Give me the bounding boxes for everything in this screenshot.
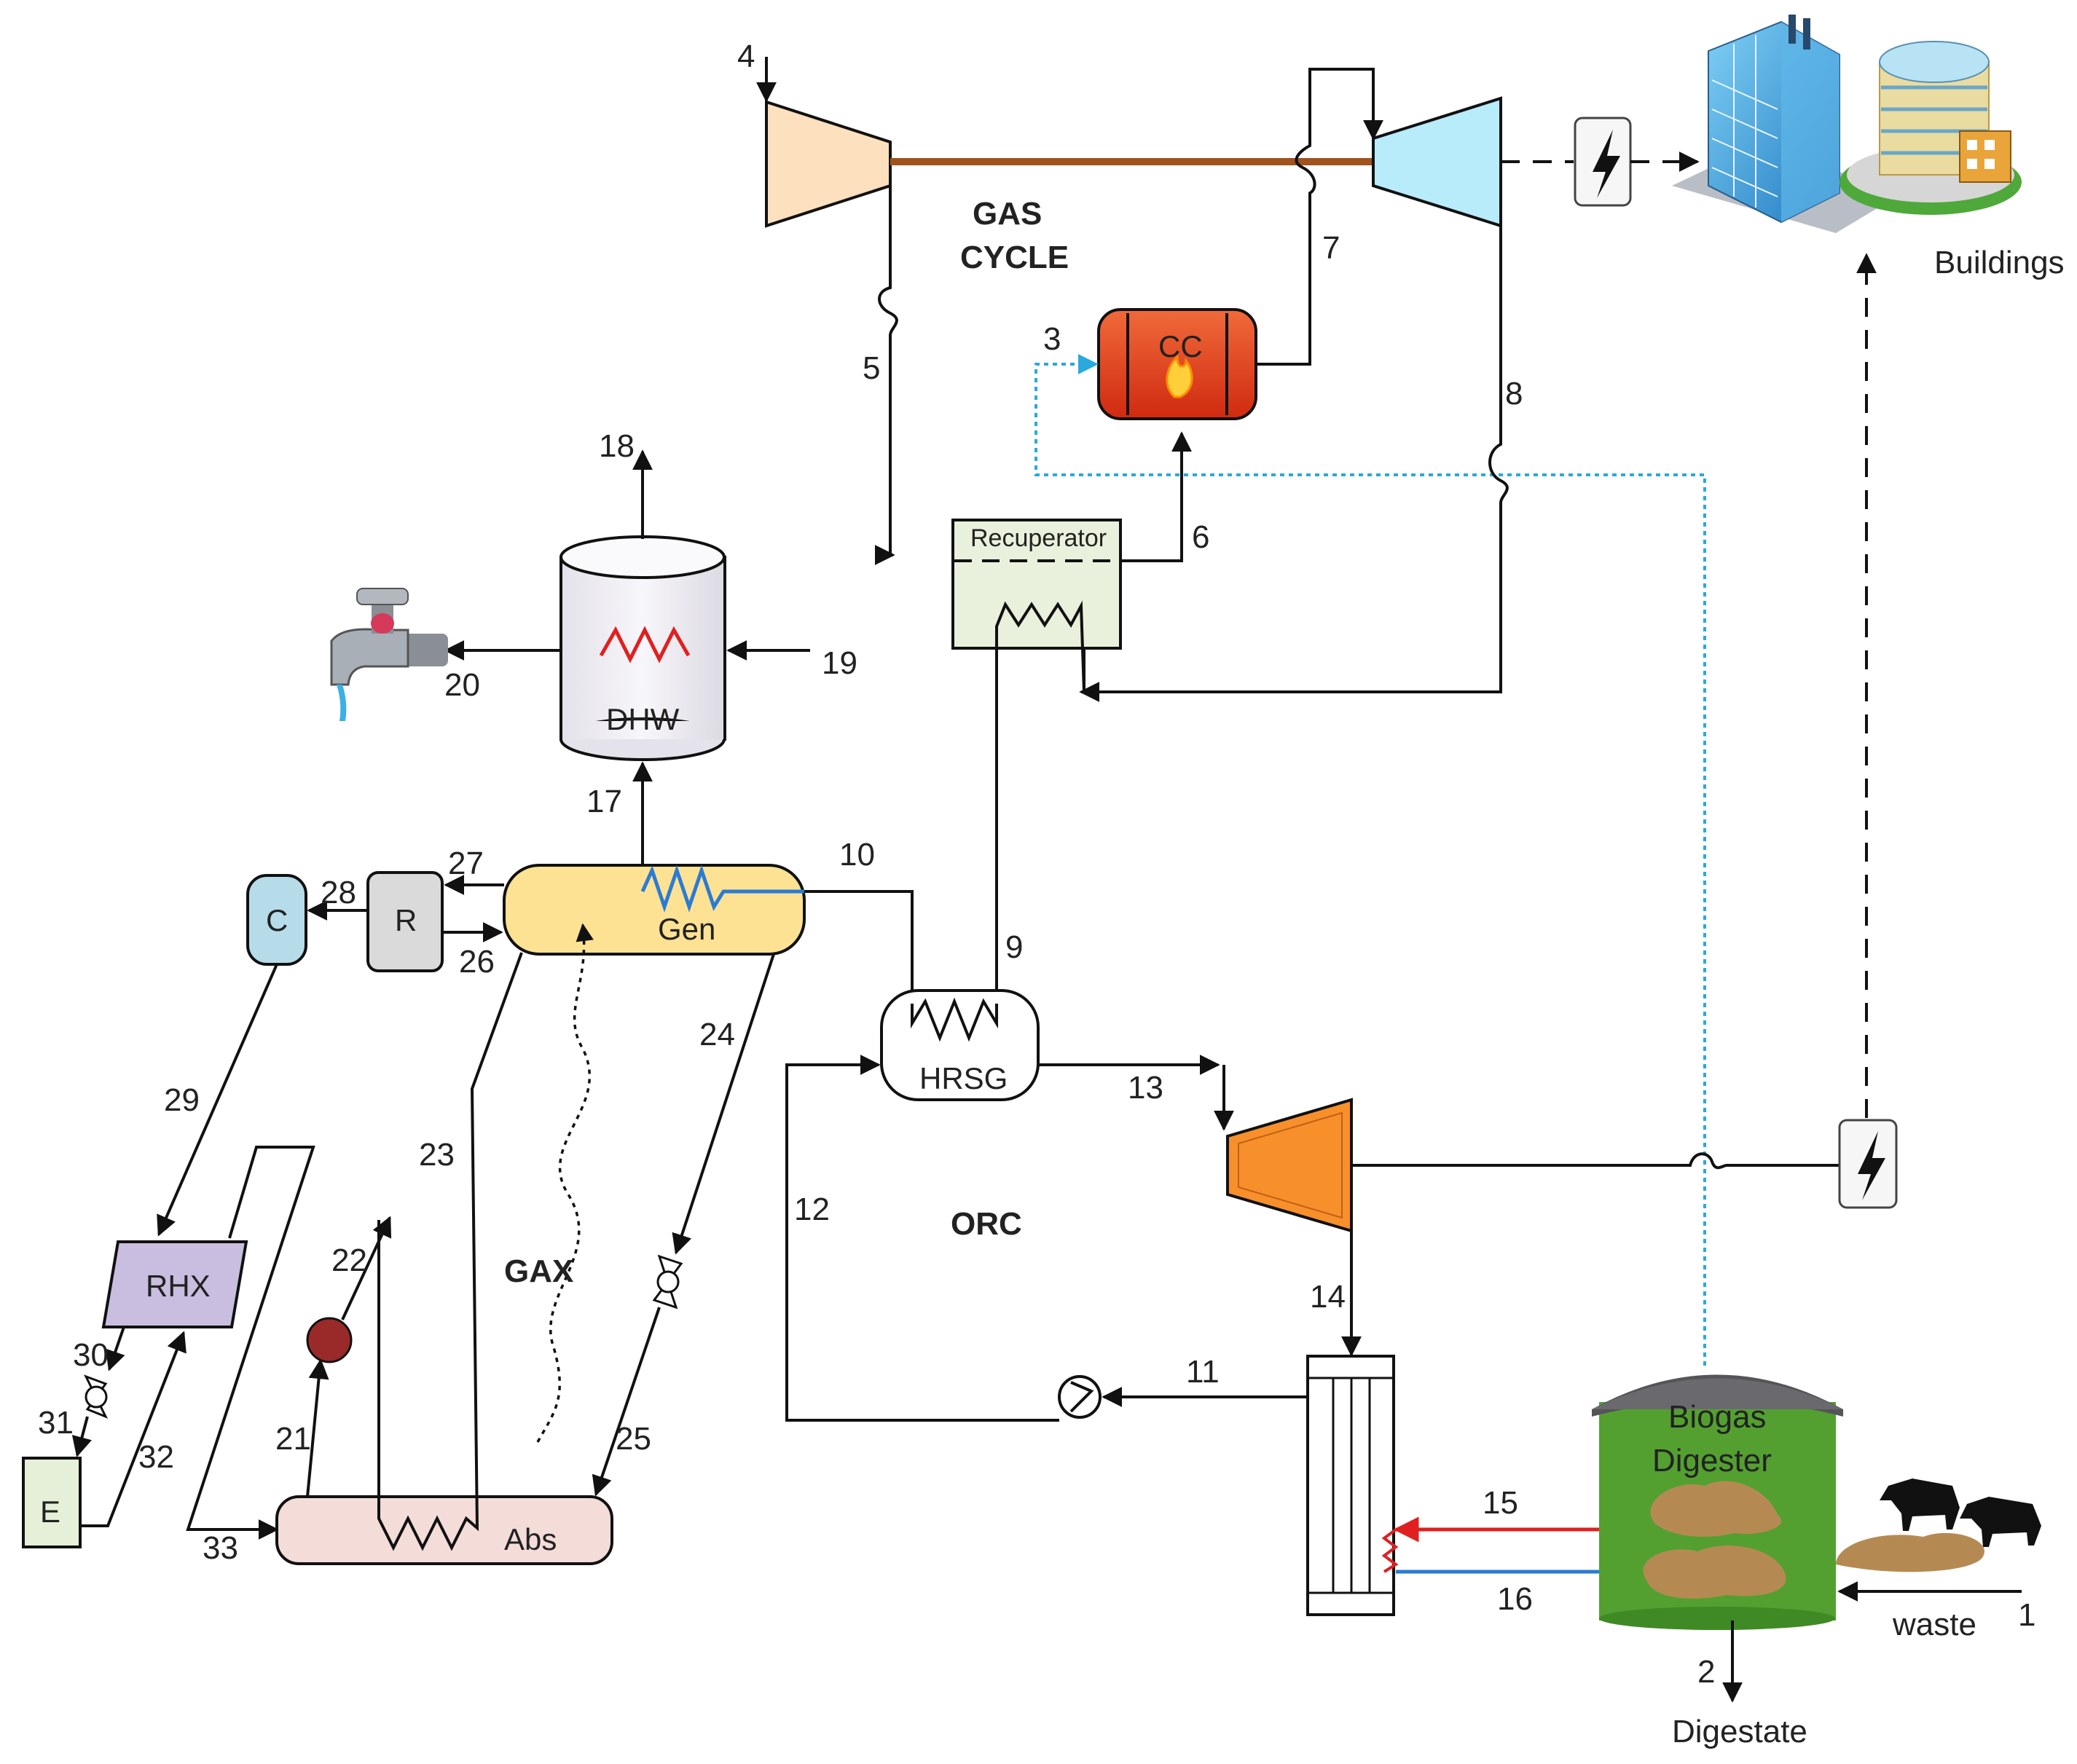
state-10-label: 10 (839, 837, 875, 873)
orc-turbine (1226, 1098, 1353, 1233)
state-23-label: 23 (419, 1137, 455, 1173)
gas-cycle-label: GAS (973, 196, 1042, 232)
state-14-label: 14 (1310, 1279, 1346, 1315)
state-29-label: 29 (164, 1082, 200, 1118)
state-22-label: 22 (331, 1243, 367, 1278)
dhw-coil (599, 626, 691, 664)
state-3-label: 3 (1043, 321, 1061, 357)
cows-icon (1836, 1478, 2041, 1572)
state-13-label: 13 (1128, 1070, 1163, 1106)
water-tap-icon (330, 588, 448, 721)
gas-turbine (1372, 96, 1502, 228)
state-27-label: 27 (448, 846, 484, 881)
state-18-label: 18 (599, 428, 635, 464)
evaporator-e (22, 1457, 82, 1548)
gax-pump (306, 1317, 353, 1363)
state-11-label: 11 (1186, 1354, 1220, 1390)
rhx-label: RHX (146, 1269, 211, 1303)
digester-label: Digester (1652, 1443, 1772, 1478)
state-30-label: 30 (73, 1337, 109, 1373)
buildings-label: Buildings (1934, 245, 2065, 280)
state-7-label: 7 (1322, 230, 1340, 266)
expansion-valve-1 (83, 1374, 109, 1419)
biogas-digester (1592, 1374, 1843, 1630)
dhw-tank (560, 535, 726, 761)
recuperator-label: Recuperator (970, 524, 1107, 552)
state-6-label: 6 (1192, 519, 1209, 555)
biogas-label: Biogas (1668, 1399, 1767, 1435)
state-26-label: 26 (459, 944, 495, 980)
gax-label: GAX (504, 1253, 573, 1289)
waste-label: waste (1892, 1607, 1976, 1642)
rhx (101, 1240, 248, 1328)
abs-coil (377, 952, 523, 1551)
state-33-label: 33 (203, 1530, 238, 1566)
gas-compressor (765, 100, 892, 228)
digestate-label: Digestate (1672, 1714, 1807, 1749)
state-24-label: 24 (699, 1017, 735, 1052)
state-25-label: 25 (616, 1421, 651, 1457)
state-12-label: 12 (794, 1192, 830, 1227)
cc-label: CC (1158, 329, 1203, 363)
state-32-label: 32 (138, 1439, 174, 1475)
condenser-heat-coil (1381, 1528, 1399, 1573)
state-15-label: 15 (1483, 1485, 1518, 1521)
hrsg-label: HRSG (919, 1061, 1008, 1095)
gen-coil (640, 865, 804, 913)
state-8-label: 8 (1505, 376, 1523, 412)
gas-cycle-label-2: CYCLE (960, 240, 1069, 275)
orc-pump (1058, 1375, 1102, 1419)
flame-icon (1166, 354, 1193, 398)
r-label: R (395, 903, 417, 937)
gen-label: Gen (658, 912, 715, 946)
state-16-label: 16 (1497, 1581, 1533, 1617)
orc-label: ORC (951, 1206, 1022, 1242)
e-label: E (40, 1495, 60, 1529)
orc-condenser (1306, 1355, 1395, 1616)
state-9-label: 9 (1005, 929, 1023, 965)
hrsg (880, 989, 1040, 1101)
state-20-label: 20 (444, 667, 480, 703)
buildings-icon (1672, 15, 2022, 233)
state-1-label: 1 (2018, 1597, 2035, 1633)
state-5-label: 5 (863, 350, 880, 386)
state-28-label: 28 (321, 875, 356, 910)
state-17-label: 17 (586, 784, 622, 819)
expansion-valve-2 (652, 1254, 683, 1310)
state-2-label: 2 (1697, 1654, 1715, 1690)
abs-label: Abs (504, 1522, 557, 1556)
c-label: C (266, 903, 288, 937)
state-31-label: 31 (38, 1405, 74, 1441)
state-21-label: 21 (275, 1421, 311, 1457)
dhw-label: DHW (606, 702, 680, 736)
state-4-label: 4 (737, 39, 755, 74)
state-19-label: 19 (822, 645, 857, 681)
rectifier-r (366, 871, 444, 972)
recuperator (951, 519, 1122, 650)
